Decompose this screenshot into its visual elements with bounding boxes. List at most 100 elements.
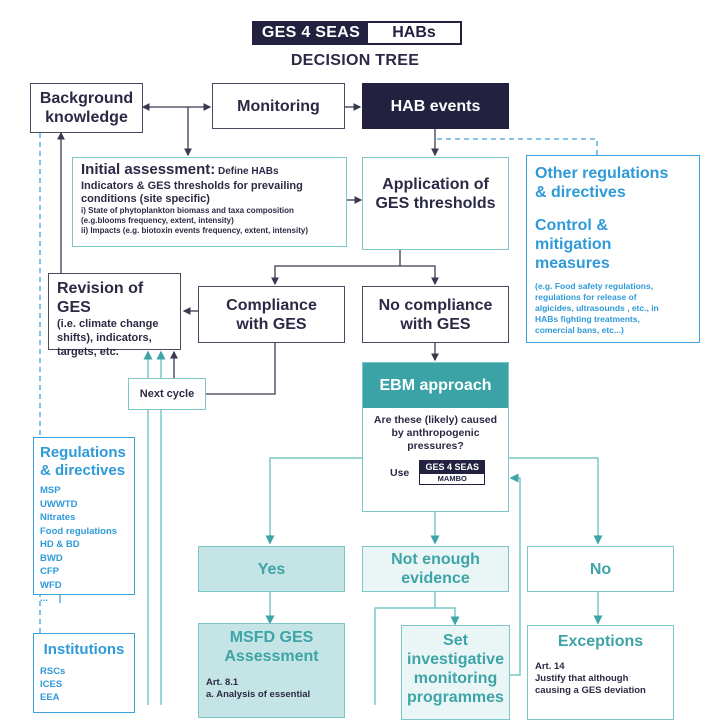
regulation-item: Food regulations: [40, 525, 118, 537]
ebm-question1: Are these (likely) caused: [373, 414, 498, 426]
revision-line2: shifts), indicators,: [57, 332, 152, 344]
monitoring-node: Monitoring: [212, 83, 345, 129]
investigative-monitoring-node: Set investigative monitoring programmes: [401, 625, 510, 720]
app-split: [274, 250, 436, 283]
regulations-node: Regulations & directives MSP UWWTD Nitra…: [33, 437, 135, 604]
regulation-item: ...: [40, 593, 48, 604]
msfd-line1: MSFD GES: [229, 629, 314, 646]
hab-events-node: HAB events: [362, 83, 509, 129]
logo-ges4seas: GES 4 SEAS: [254, 23, 368, 43]
institution-item: RSCs: [40, 666, 66, 677]
institution-item: ICES: [40, 679, 63, 690]
msfd-item: a. Analysis of essential: [206, 689, 311, 700]
regulation-item: HD & BD: [40, 539, 80, 550]
control-title1: Control &: [535, 217, 608, 234]
regulation-item: MSP: [40, 485, 61, 496]
compliance-node: Compliance with GES: [198, 286, 345, 343]
exceptions-title: Exceptions: [557, 633, 644, 650]
compliance-line2: with GES: [236, 315, 307, 333]
revision-line3: targets, etc.: [57, 346, 119, 358]
institution-item: EEA: [40, 692, 60, 703]
investigative-line2: investigative: [407, 651, 504, 668]
other-regulations-node: Other regulations & directives Control &…: [526, 155, 700, 343]
control-title3: measures: [535, 255, 610, 272]
mambo-tool-logo: GES 4 SEAS MAMBO: [419, 460, 486, 485]
initial-title: Initial assessment:: [81, 161, 216, 178]
regulations-title1: Regulations: [40, 444, 126, 461]
mambo-logo-bottom: MAMBO: [437, 474, 467, 483]
control-note1: (e.g. Food safety regulations,: [535, 281, 654, 291]
initial-assessment-node: Initial assessment: Define HABs Indicato…: [72, 157, 347, 247]
exceptions-node: Exceptions Art. 14 Justify that although…: [527, 625, 674, 720]
diagram-title: DECISION TREE: [290, 52, 420, 69]
initial-line2: Indicators & GES thresholds for prevaili…: [81, 180, 303, 192]
not-enough-line1: Not enough: [391, 551, 480, 568]
ebm-to-no: [509, 457, 599, 540]
revision-line1: (i.e. climate change: [57, 318, 159, 330]
dashed-hab-to-other: [437, 138, 598, 155]
control-note5: comercial bans, etc...): [535, 325, 624, 335]
yes-label: Yes: [257, 560, 286, 578]
initial-title-rest: Define HABs: [215, 166, 279, 177]
msfd-article: Art. 8.1: [206, 677, 239, 688]
control-title2: mitigation: [535, 236, 612, 253]
application-ges-node: Application of GES thresholds: [362, 157, 509, 250]
not-enough-line2: evidence: [401, 570, 470, 587]
exceptions-article: Art. 14: [535, 661, 565, 672]
background-line1: Background: [39, 90, 134, 107]
not-enough-evidence-node: Not enough evidence: [362, 546, 509, 592]
regulation-item: WFD: [40, 579, 62, 591]
ebm-to-yes: [269, 457, 362, 540]
no-label: No: [589, 560, 612, 578]
revision-ges-node: Revision of GES (i.e. climate change shi…: [48, 273, 181, 358]
logo-habs: HABs: [392, 24, 436, 41]
initial-line3: conditions (site specific): [81, 193, 210, 205]
initial-item1b: (e.g.blooms frequency, extent, intensity…: [81, 216, 234, 225]
ebm-header: EBM approach: [363, 363, 508, 408]
no-compliance-line1: No compliance: [378, 296, 493, 314]
monitoring-label: Monitoring: [237, 97, 320, 115]
initial-item1: i) State of phytoplankton biomass and ta…: [81, 206, 294, 215]
mambo-logo-top: GES 4 SEAS: [420, 461, 485, 474]
regulation-item: UWWTD: [40, 498, 78, 510]
no-node: No: [527, 546, 674, 592]
ebm-question2: by anthropogenic: [391, 427, 480, 439]
exceptions-line2: causing a GES deviation: [535, 685, 646, 696]
invest-to-ebm: [510, 477, 521, 676]
other-regs-title1: Other regulations: [535, 165, 669, 182]
background-line2: knowledge: [45, 109, 128, 126]
regulation-item: BWD: [40, 552, 63, 564]
ebm-use-label: Use: [390, 466, 410, 479]
hab-events-label: HAB events: [390, 97, 481, 115]
next-cycle-label: Next cycle: [139, 388, 195, 400]
control-note4: HABs fighting treatments,: [535, 314, 640, 324]
revision-title: Revision of GES: [57, 280, 144, 316]
yes-node: Yes: [198, 546, 345, 592]
investigative-line3: monitoring: [413, 670, 498, 687]
no-compliance-node: No compliance with GES: [362, 286, 509, 343]
investigative-line1: Set: [443, 632, 468, 649]
institutions-title: Institutions: [43, 641, 125, 658]
application-line1: Application of: [382, 175, 489, 193]
compliance-to-nextcycle: [206, 343, 276, 395]
ebm-approach-node: EBM approach Are these (likely) caused b…: [362, 362, 509, 512]
msfd-line2: Assessment: [224, 648, 319, 665]
application-line2: GES thresholds: [375, 194, 496, 212]
regulation-item: CFP: [40, 566, 59, 577]
ebm-question3: pressures?: [407, 440, 464, 452]
institutions-node: Institutions RSCs ICES EEA: [33, 633, 135, 713]
ebm-title: EBM approach: [379, 377, 492, 394]
regulation-item: Nitrates: [40, 512, 76, 523]
background-knowledge-node: Background knowledge: [30, 83, 143, 133]
msfd-assessment-node: MSFD GES Assessment Art. 8.1 a. Analysis…: [198, 623, 345, 718]
exceptions-line1: Justify that although: [535, 673, 629, 684]
control-note2: regulations for release of: [535, 292, 637, 302]
compliance-line1: Compliance: [226, 296, 317, 314]
investigative-line4: programmes: [407, 689, 504, 706]
next-cycle-node: Next cycle: [128, 378, 206, 410]
connector-layer: [39, 103, 603, 705]
control-note3: algicides, ultrasounds , etc., in: [535, 303, 659, 313]
other-regs-title2: & directives: [535, 184, 626, 201]
regulations-title2: & directives: [40, 462, 126, 479]
no-compliance-line2: with GES: [400, 315, 471, 333]
